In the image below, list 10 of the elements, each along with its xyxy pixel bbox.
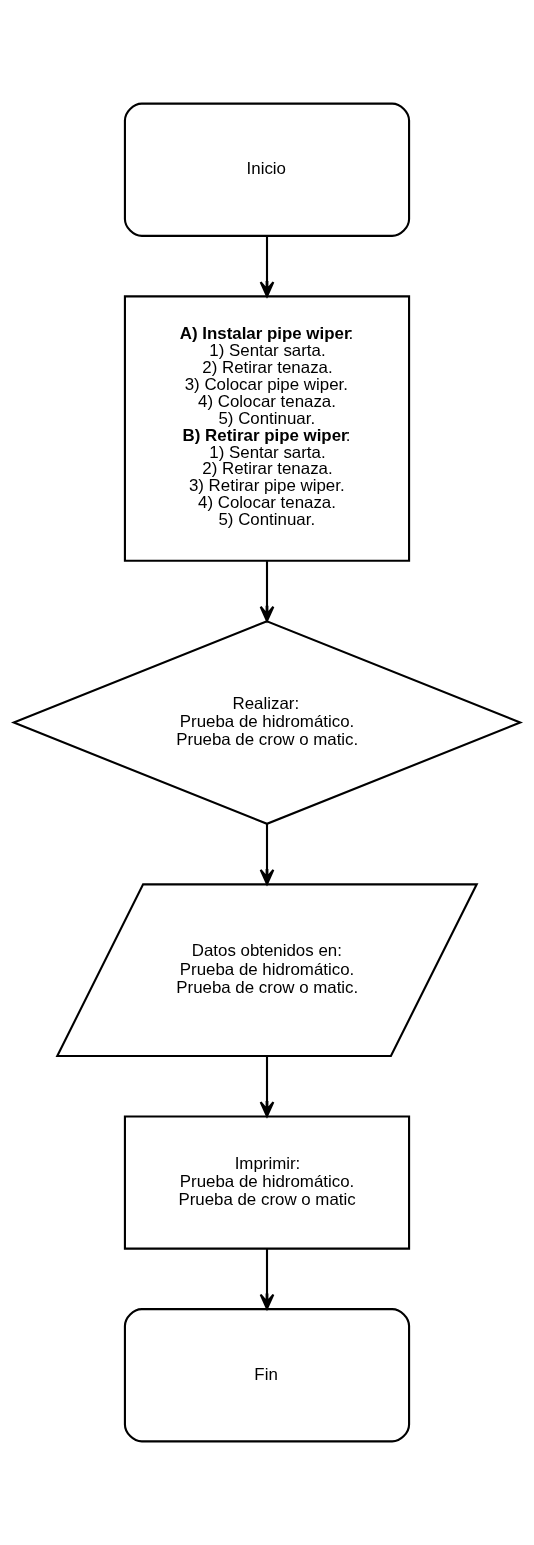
node-box: Fin [123, 1308, 411, 1443]
arrow [259, 236, 275, 298]
arrow [259, 1248, 275, 1310]
node-box: A) Instalar pipe wiper: 1) Sentar sarta. 2) Retirar tenaza. 3) Colocar pipe wiper. 4) Colocar tenaza. 5) Continuar. B) Retirar pipe wiper: 1) Sentar sarta. 2) Retirar tenaza. 3) Retirar pipe wiper. 4) Colocar tenaza. 5) Continuar. [123, 295, 411, 562]
arrow [259, 561, 275, 622]
arrow [259, 823, 275, 886]
arrow [259, 1056, 275, 1118]
node-box: Imprimir: Prueba de hidromático. Prueba de crow o matic [123, 1115, 411, 1250]
node-diamond: Realizar: Prueba de hidromático. Prueba de crow o matic. [10, 620, 524, 825]
node-box: Inicio [123, 102, 411, 237]
